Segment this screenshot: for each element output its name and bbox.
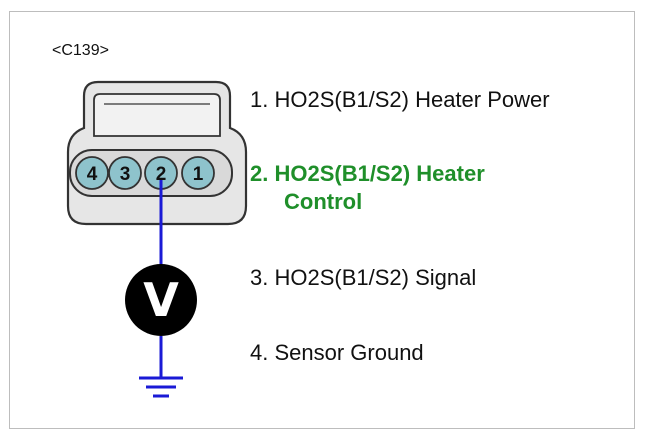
pin-2-description-line2: Control [284, 189, 363, 214]
voltmeter-symbol: V [143, 273, 179, 327]
pin-1-label: 1 [193, 164, 204, 185]
connector-latch [93, 93, 221, 137]
voltmeter-circle [125, 264, 197, 336]
pin-1-description: 1. HO2S(B1/S2) Heater Power [250, 87, 550, 112]
pin-3-circle [108, 156, 142, 190]
pin-4-description: 4. Sensor Ground [250, 340, 424, 365]
pin-4: 4 [75, 156, 109, 190]
pin-4-label: 4 [87, 164, 98, 185]
connector-c139: 4 3 2 1 [66, 80, 248, 226]
pin-2-description-line1: 2. HO2S(B1/S2) Heater [250, 161, 485, 186]
pin-3: 3 [108, 156, 142, 190]
pin-1: 1 [181, 156, 215, 190]
pin-1-circle [181, 156, 215, 190]
voltmeter: V [125, 264, 197, 336]
pin-4-circle [75, 156, 109, 190]
pin-3-label: 3 [120, 164, 131, 185]
ground-icon [139, 376, 183, 398]
connector-label: <C139> [52, 42, 109, 59]
pin-2-label: 2 [156, 164, 167, 185]
pin-3-description: 3. HO2S(B1/S2) Signal [250, 265, 477, 290]
pin-2-description: 2. HO2S(B1/S2) Heater Control [250, 160, 485, 216]
